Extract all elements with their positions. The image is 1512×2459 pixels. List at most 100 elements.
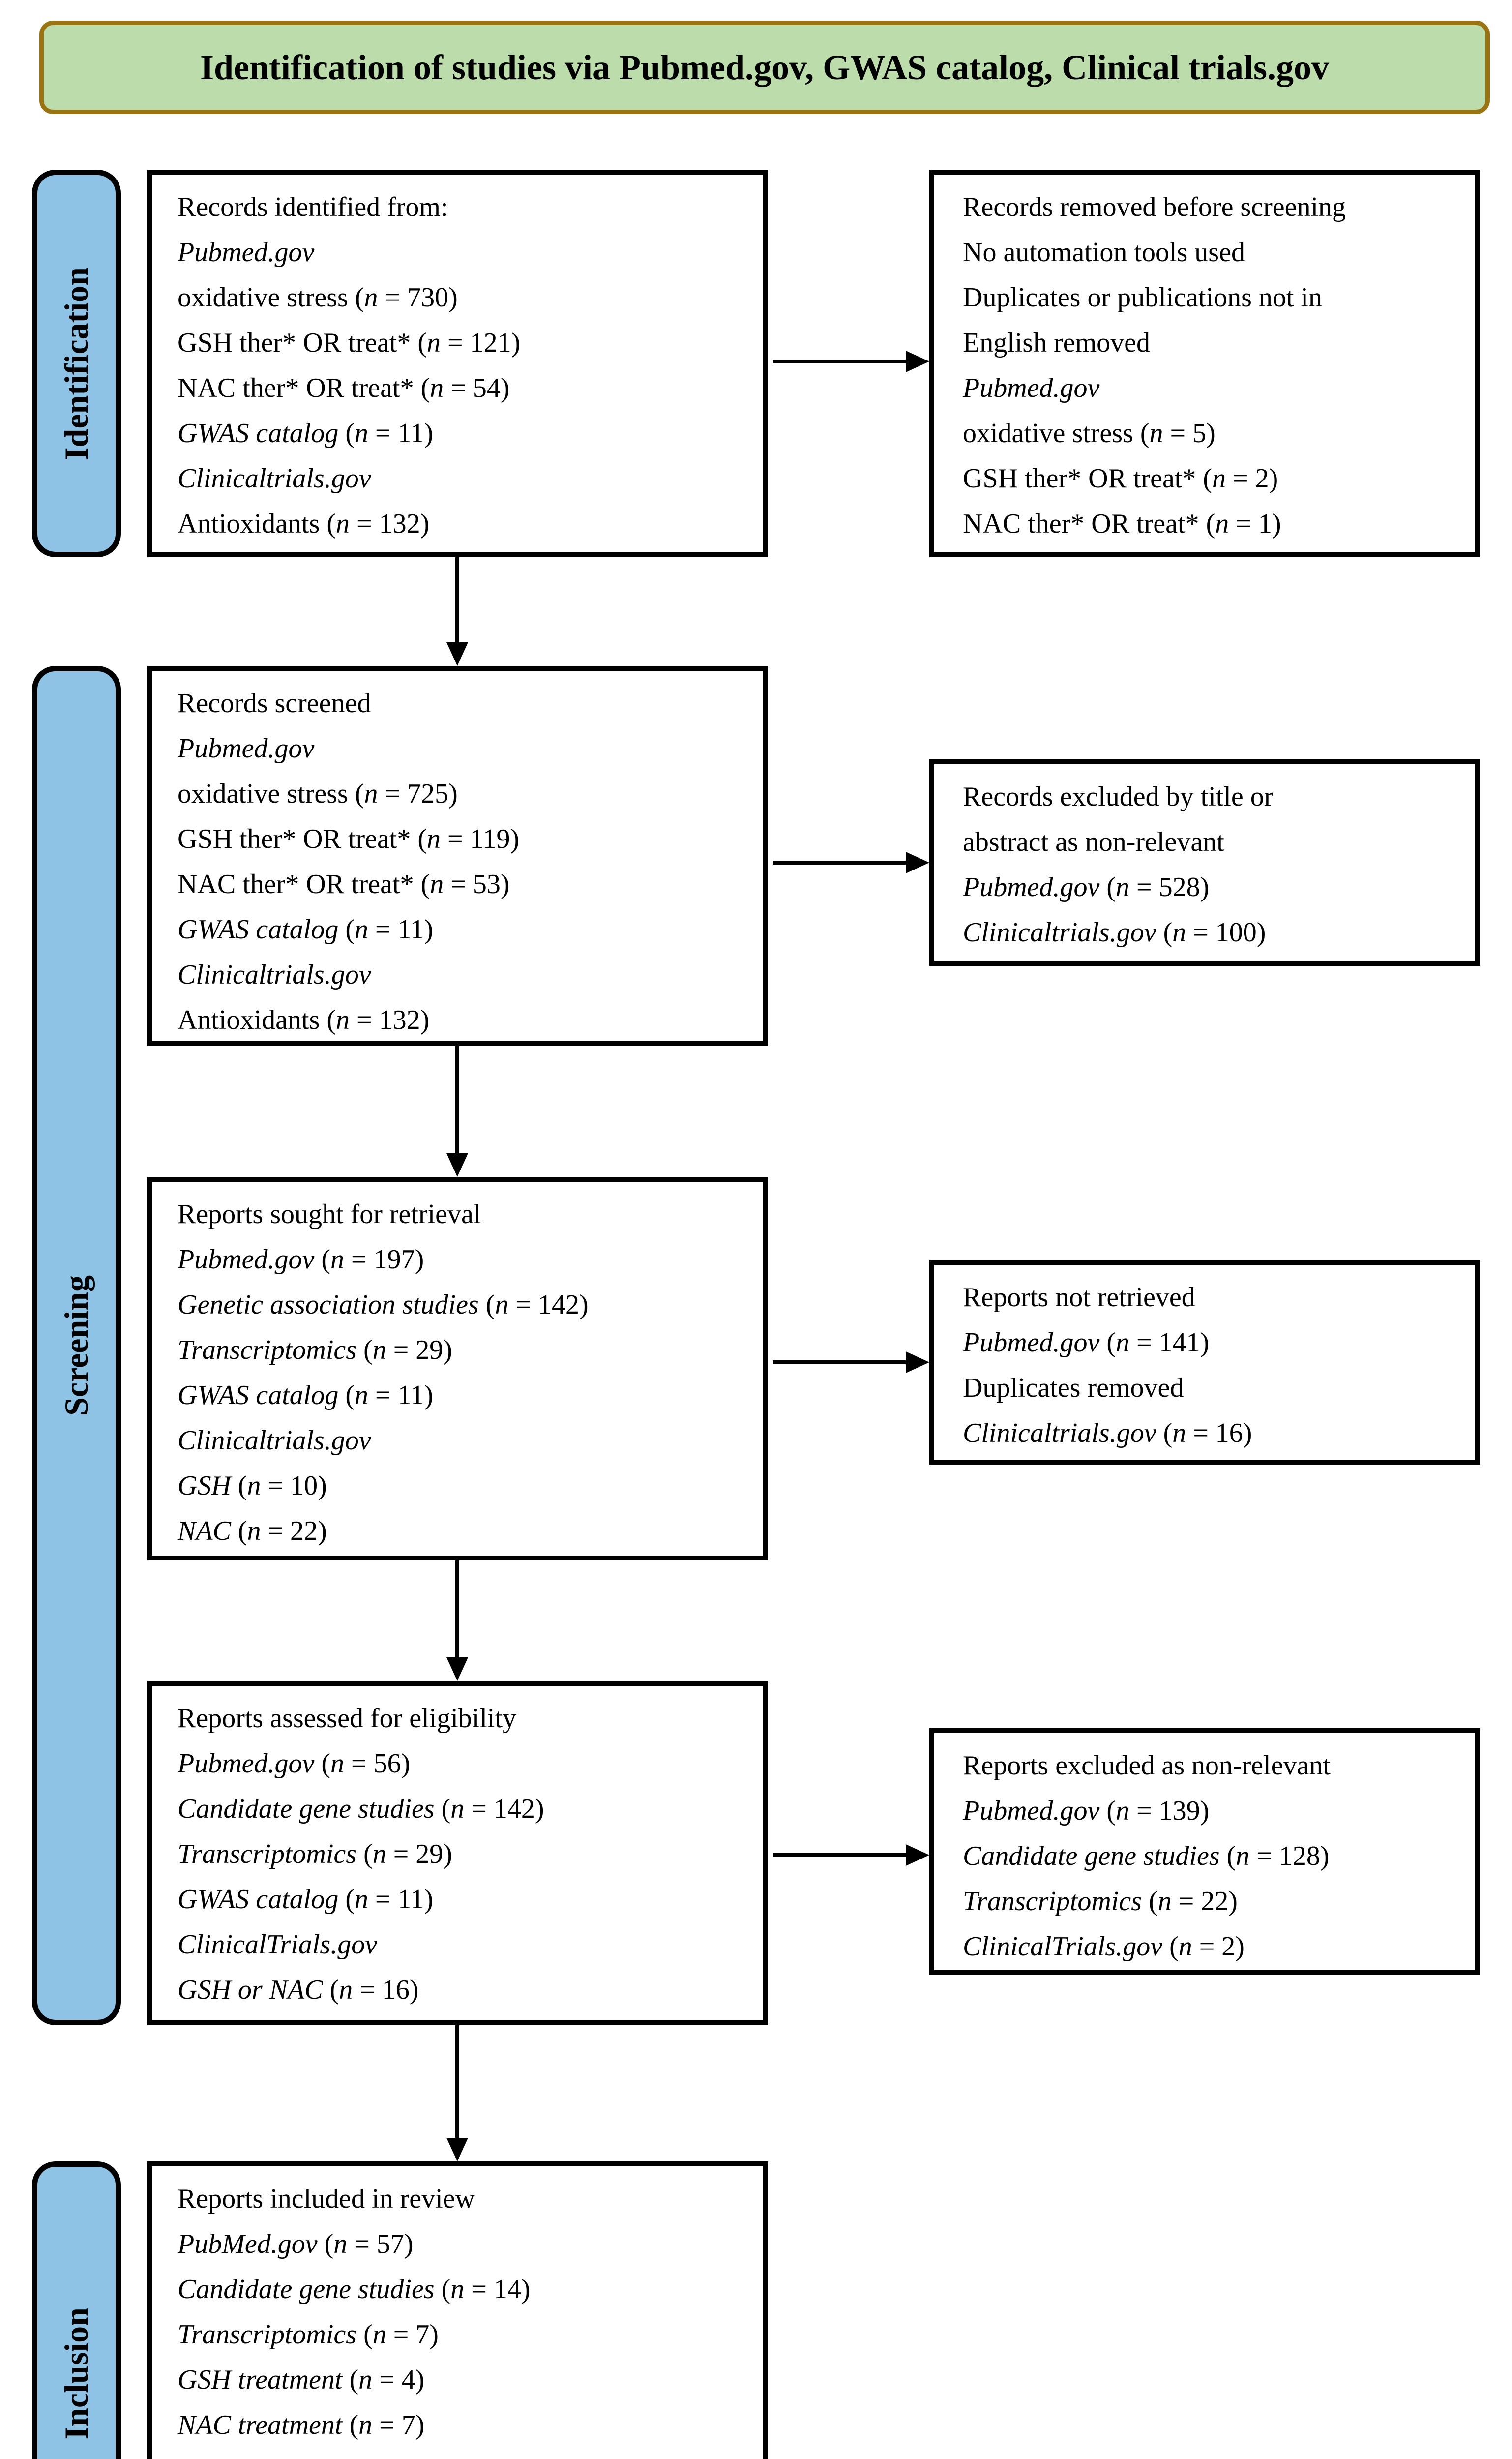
box-line: Candidate gene studies (n = 14): [178, 2274, 531, 2305]
box-line: GSH or NAC (n = 16): [178, 1975, 419, 2005]
arrow-down-head-icon: [446, 642, 468, 666]
arrow-down-head-icon: [446, 2138, 468, 2161]
box-line: Genetic association studies (n = 142): [178, 1289, 589, 1320]
arrow-down-head-icon: [446, 1657, 468, 1681]
box-line: Pubmed.gov (n = 197): [178, 1244, 424, 1275]
box-line: abstract as non-relevant: [963, 827, 1224, 857]
stage-label-identification: Identification: [32, 170, 121, 557]
box-line: Reports included in review: [178, 2184, 475, 2214]
box-line: English removed: [963, 328, 1151, 358]
arrow-right-head-icon: [906, 351, 929, 372]
box-line: Pubmed.gov (n = 139): [963, 1796, 1210, 1826]
arrow-stem: [455, 557, 459, 643]
arrow-stem: [773, 360, 907, 363]
box-line: Duplicates or publications not in: [963, 282, 1322, 313]
stage-label-inclusion-text: Inclusion: [58, 2307, 95, 2440]
box-line: Pubmed.gov: [178, 733, 315, 764]
box-line: Reports assessed for eligibility: [178, 1703, 517, 1734]
box-line: NAC ther* OR treat* (n = 54): [178, 373, 510, 403]
box-line: Clinicaltrials.gov: [178, 463, 371, 494]
box-line: GSH treatment (n = 4): [178, 2365, 425, 2395]
arrow-down-sought-to-assessed: [446, 1560, 468, 1681]
arrow-stem: [773, 861, 907, 865]
box-line: Records identified from:: [178, 192, 448, 222]
arrow-stem: [455, 1560, 459, 1658]
arrow-down-identified-to-screened: [446, 557, 468, 666]
box-line: Transcriptomics (n = 29): [178, 1839, 452, 1869]
box-line: Clinicaltrials.gov: [178, 1425, 371, 1456]
box-line: oxidative stress (n = 5): [963, 418, 1216, 449]
box-line: Antioxidants (n = 132): [178, 509, 430, 539]
box-line: NAC ther* OR treat* (n = 53): [178, 869, 510, 900]
stage-label-screening: Screening: [32, 666, 121, 2025]
box-line: GWAS catalog (n = 11): [178, 914, 434, 945]
box-line: Transcriptomics (n = 29): [178, 1335, 452, 1365]
box-line: GWAS catalog (n = 11): [178, 2448, 749, 2459]
arrow-down-head-icon: [446, 1153, 468, 1177]
box-records-excluded: Records excluded by title or abstract as …: [929, 759, 1480, 966]
box-line: Records removed before screening: [963, 192, 1346, 222]
box-line: GWAS catalog (n = 11): [178, 1884, 434, 1915]
box-records-removed: Records removed before screening No autom…: [929, 170, 1480, 557]
arrow-stem: [773, 1853, 907, 1857]
arrow-right-head-icon: [906, 852, 929, 873]
box-line: Reports excluded as non-relevant: [963, 1750, 1331, 1781]
arrow-stem: [773, 1360, 907, 1364]
arrow-right-head-icon: [906, 1351, 929, 1373]
box-line: Transcriptomics (n = 7): [178, 2319, 439, 2350]
box-line: Candidate gene studies (n = 128): [963, 1841, 1330, 1871]
box-line: Pubmed.gov (n = 528): [963, 872, 1210, 902]
box-line: Records screened: [178, 688, 371, 719]
box-line: Reports not retrieved: [963, 1282, 1195, 1313]
box-line: Candidate gene studies (n = 142): [178, 1794, 544, 1824]
arrow-right-identified-to-removed: [768, 351, 929, 372]
box-line: Pubmed.gov: [963, 373, 1100, 403]
stage-label-inclusion: Inclusion: [32, 2161, 121, 2459]
box-line: NAC ther* OR treat* (n = 1): [963, 509, 1281, 539]
banner-title-text: Identification of studies via Pubmed.gov…: [200, 47, 1330, 87]
box-line: GSH (n = 10): [178, 1470, 327, 1501]
arrow-down-screened-to-sought: [446, 1046, 468, 1177]
box-line: Antioxidants (n = 132): [178, 1005, 430, 1035]
box-line: GSH ther* OR treat* (n = 121): [178, 328, 521, 358]
box-line: Clinicaltrials.gov: [178, 960, 371, 990]
box-line: Transcriptomics (n = 22): [963, 1886, 1238, 1917]
box-line: NAC treatment (n = 7): [178, 2410, 425, 2440]
box-line: GSH ther* OR treat* (n = 2): [963, 463, 1278, 494]
box-line: ClinicalTrials.gov (n = 2): [963, 1931, 1245, 1962]
stage-label-screening-text: Screening: [58, 1275, 95, 1416]
box-line: oxidative stress (n = 725): [178, 779, 458, 809]
box-line: NAC (n = 22): [178, 1516, 327, 1546]
box-line: GWAS catalog (n = 11): [178, 1380, 434, 1410]
box-line: Records excluded by title or: [963, 781, 1274, 812]
stage-label-identification-text: Identification: [58, 267, 95, 460]
arrow-right-head-icon: [906, 1844, 929, 1866]
arrow-right-screened-to-excluded: [768, 852, 929, 873]
box-line: No automation tools used: [963, 237, 1245, 268]
box-line: Duplicates removed: [963, 1373, 1184, 1403]
arrow-stem: [455, 1046, 459, 1154]
box-line: Pubmed.gov: [178, 237, 315, 268]
box-line: Clinicaltrials.gov (n = 100): [963, 917, 1266, 948]
box-line: Pubmed.gov (n = 141): [963, 1327, 1210, 1358]
arrow-right-sought-to-not-retrieved: [768, 1351, 929, 1373]
arrow-right-assessed-to-excluded: [768, 1844, 929, 1866]
box-line: PubMed.gov (n = 57): [178, 2229, 414, 2259]
box-line: ClinicalTrials.gov: [178, 1929, 378, 1960]
box-line: Reports sought for retrieval: [178, 1199, 481, 1230]
box-records-identified: Records identified from: Pubmed.gov oxidat…: [147, 170, 768, 557]
box-line: GSH ther* OR treat* (n = 119): [178, 824, 520, 854]
box-line: GWAS catalog (n = 11): [178, 418, 434, 449]
box-line: oxidative stress (n = 730): [178, 282, 458, 313]
banner-title: Identification of studies via Pubmed.gov…: [39, 21, 1490, 114]
arrow-down-assessed-to-included: [446, 2025, 468, 2161]
box-line: Clinicaltrials.gov (n = 16): [963, 1418, 1252, 1448]
arrow-stem: [455, 2025, 459, 2139]
